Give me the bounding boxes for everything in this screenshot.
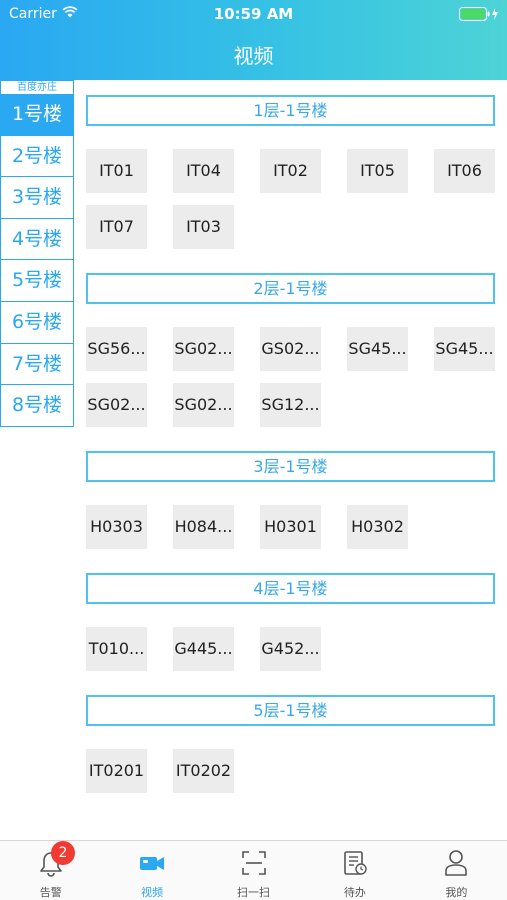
camera-item[interactable]: T010... [86,627,147,671]
tab-scan[interactable]: 扫一扫 [203,841,304,900]
camera-item[interactable]: GS02... [260,327,321,371]
camera-item[interactable]: H0303 [86,505,147,549]
camera-item[interactable]: SG02... [86,383,147,427]
camera-item[interactable]: H084... [173,505,234,549]
wifi-icon [62,6,78,18]
tab-video[interactable]: 视频 [101,841,202,900]
camera-grid: SG56... SG02... GS02... SG45... SG45... … [86,327,496,439]
camera-item[interactable]: SG45... [434,327,495,371]
status-time: 10:59 AM [213,5,294,23]
tab-alarm-label: 告警 [39,886,62,899]
tab-todo[interactable]: 待办 [304,841,405,900]
tab-todo-label: 待办 [343,886,366,899]
tab-video-label: 视频 [141,886,164,899]
tab-bar: 2 告警 视频 扫一扫 待办 我的 [0,840,507,900]
camera-item[interactable]: SG02... [173,327,234,371]
sidebar-item-building-7[interactable]: 7号楼 [0,343,74,386]
camera-item[interactable]: SG56... [86,327,147,371]
sidebar-item-building-4[interactable]: 4号楼 [0,218,74,261]
todo-document-icon [344,851,367,875]
floor-header[interactable]: 2层-1号楼 [86,273,495,304]
camera-item[interactable]: G452... [260,627,321,671]
sidebar-item-building-1[interactable]: 1号楼 [0,94,74,136]
sidebar-item-building-6[interactable]: 6号楼 [0,301,74,344]
video-camera-icon [140,857,165,870]
camera-grid: IT01 IT04 IT02 IT05 IT06 IT07 IT03 [86,149,496,261]
floor-header[interactable]: 3层-1号楼 [86,451,495,482]
camera-grid: T010... G445... G452... [86,627,496,683]
scan-icon [241,851,266,875]
camera-item[interactable]: SG02... [173,383,234,427]
tab-scan-label: 扫一扫 [237,886,271,899]
camera-item[interactable]: IT0201 [86,749,147,793]
sidebar-item-building-5[interactable]: 5号楼 [0,260,74,302]
floor-header[interactable]: 4层-1号楼 [86,573,495,604]
camera-list: 1层-1号楼 IT01 IT04 IT02 IT05 IT06 IT07 IT0… [86,95,496,817]
building-sidebar: 百度亦庄 1号楼 2号楼 3号楼 4号楼 5号楼 6号楼 7号楼 8号楼 [0,80,74,427]
tab-mine-label: 我的 [445,886,468,899]
status-bar: Carrier 10:59 AM [0,0,507,28]
tab-alarm[interactable]: 2 告警 [0,841,101,900]
campus-label: 百度亦庄 [0,80,74,94]
camera-item[interactable]: SG45... [347,327,408,371]
camera-item[interactable]: SG12... [260,383,321,427]
tab-mine[interactable]: 我的 [406,841,507,900]
floor-header[interactable]: 5层-1号楼 [86,695,495,726]
camera-item[interactable]: IT02 [260,149,321,193]
camera-item[interactable]: IT06 [434,149,495,193]
sidebar-item-building-8[interactable]: 8号楼 [0,385,74,427]
camera-item[interactable]: H0301 [260,505,321,549]
camera-item[interactable]: G445... [173,627,234,671]
carrier-label: Carrier [9,6,57,22]
camera-item[interactable]: IT03 [173,205,234,249]
camera-item[interactable]: IT01 [86,149,147,193]
sidebar-item-building-2[interactable]: 2号楼 [0,135,74,178]
camera-grid: H0303 H084... H0301 H0302 [86,505,496,561]
alarm-badge: 2 [51,841,75,865]
camera-item[interactable]: IT07 [86,205,147,249]
camera-item[interactable]: IT05 [347,149,408,193]
app-header: Carrier 10:59 AM 视频 [0,0,507,80]
sidebar-item-building-3[interactable]: 3号楼 [0,177,74,219]
floor-header[interactable]: 1层-1号楼 [86,95,495,126]
camera-item[interactable]: H0302 [347,505,408,549]
camera-item[interactable]: IT0202 [173,749,234,793]
page-title: 视频 [233,44,274,68]
camera-item[interactable]: IT04 [173,149,234,193]
user-icon [445,850,468,876]
battery-icon [459,7,498,21]
camera-grid: IT0201 IT0202 [86,749,496,805]
